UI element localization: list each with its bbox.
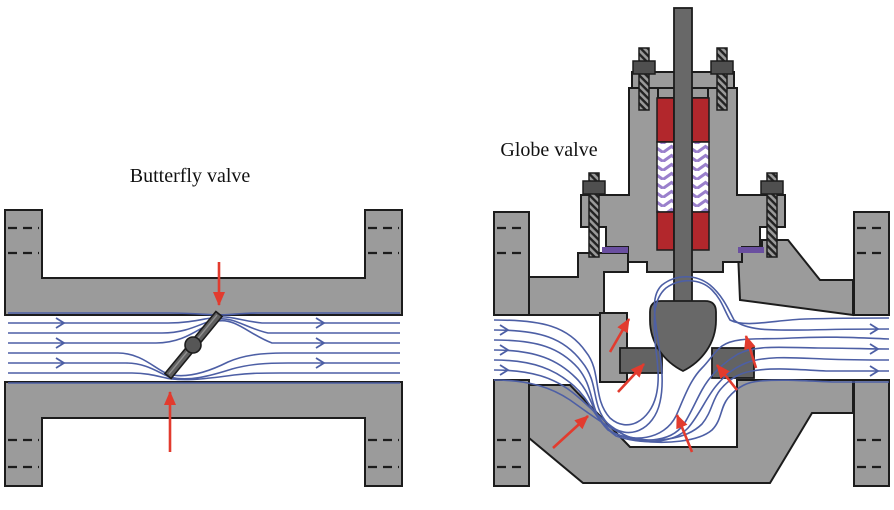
bonnet-gasket-left	[602, 247, 628, 253]
butterfly-pipe-body-bottom	[4, 381, 403, 487]
flange-left-lower	[493, 379, 530, 487]
packing-red-lower-left	[656, 211, 675, 251]
flow-streamline	[8, 372, 400, 381]
red-arrow	[744, 335, 758, 369]
flow-streamline	[493, 275, 890, 434]
flow-direction-chevrons	[55, 317, 326, 369]
packing-spring-right	[691, 141, 710, 213]
red-arrow	[552, 415, 589, 449]
bolt-nut	[632, 60, 656, 75]
flow-streamline	[493, 368, 889, 441]
red-arrow	[675, 414, 694, 453]
butterfly-pipe-body-top	[4, 209, 403, 316]
flange-right-upper	[853, 211, 890, 316]
globe-red-arrows	[552, 318, 758, 453]
globe-flange-bolt-dashes	[497, 226, 886, 469]
globe-valve-diagram: Globe valve	[493, 7, 890, 487]
bolt-shaft	[716, 47, 728, 111]
bolt-nut	[710, 60, 734, 75]
bonnet-gasket-right	[738, 247, 764, 253]
packing-red-lower-right	[691, 211, 710, 251]
stem-packing	[656, 97, 710, 251]
butterfly-flow-streamlines	[8, 312, 400, 384]
butterfly-valve-diagram: Butterfly valve	[4, 165, 403, 487]
flow-streamline	[493, 279, 890, 426]
butterfly-valve-label: Butterfly valve	[130, 165, 251, 187]
red-arrow	[715, 364, 739, 391]
flow-streamline	[493, 336, 890, 439]
flow-streamline	[493, 379, 889, 444]
packing-red-upper-left	[656, 97, 675, 143]
flow-streamline	[493, 346, 890, 441]
globe-flow-streamlines	[493, 275, 890, 444]
globe-body-upper-left	[528, 252, 629, 316]
flow-direction-chevrons	[499, 323, 880, 377]
butterfly-red-arrows	[164, 262, 225, 452]
globe-pipe-flanges	[493, 211, 890, 487]
globe-valve-label: Globe valve	[500, 139, 597, 161]
flow-streamline	[8, 352, 400, 377]
flow-streamline	[8, 362, 400, 380]
packing-red-upper-right	[691, 97, 710, 143]
butterfly-disc	[163, 310, 224, 380]
bolt-shaft	[766, 172, 778, 258]
bolt-shaft	[638, 47, 650, 111]
bolt-nut	[582, 180, 606, 195]
bolt-nut	[760, 180, 784, 195]
butterfly-flange-bolt-dashes	[8, 226, 399, 469]
flow-streamline	[8, 316, 400, 324]
disc-shaft-hub	[184, 336, 202, 354]
red-arrow	[608, 318, 631, 353]
red-arrow	[617, 363, 645, 393]
bonnet-bolts	[582, 47, 784, 258]
valve-stem	[673, 7, 693, 303]
flow-streamline	[493, 356, 890, 443]
packing-spring-left	[656, 141, 675, 213]
bolt-shaft	[588, 172, 600, 258]
flange-right-lower	[853, 379, 890, 487]
flange-left-upper	[493, 211, 530, 316]
